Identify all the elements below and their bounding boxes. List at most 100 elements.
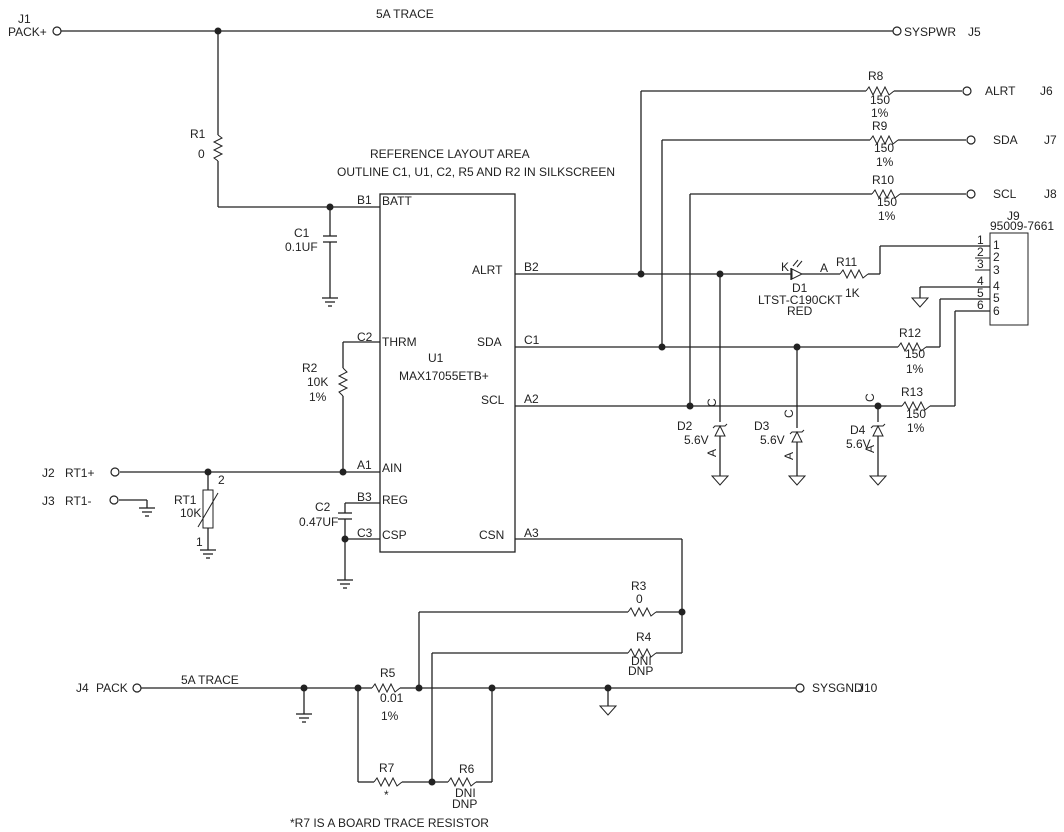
ground-triangle-icon [598,705,618,716]
resistor-ref: R5 [380,666,396,680]
zener-ref: D3 [754,419,770,433]
connector-ref: J9 [1007,209,1020,223]
pin-name: ALRT [472,263,503,277]
pin-ball: B1 [357,193,372,207]
ground-icon [200,549,216,559]
zener-d3[interactable]: D3 5.6V C A [754,409,805,460]
ground-icon [296,713,312,723]
pin-ball: A1 [357,458,372,472]
connector-pin-label: 6 [993,304,1000,318]
pin-ball: A3 [524,526,539,540]
resistor-r9[interactable]: R9 150 1% [869,119,899,169]
reference-note-line2: OUTLINE C1, U1, C2, R5 AND R2 IN SILKSCR… [337,165,615,179]
thermistor-pin: 1 [196,535,203,549]
led-color: RED [787,304,813,318]
port-j8[interactable]: SCL J8 [966,187,1057,201]
resistor-ref: R3 [631,579,647,593]
port-j3[interactable]: J3 RT1- [42,494,119,508]
port-ref: J4 [76,681,89,695]
led-d1[interactable]: K A D1 LTST-C190CKT RED [758,259,843,318]
port-label: SYSGND [812,681,863,695]
capacitor-c2[interactable]: C2 0.47UF [299,500,352,529]
capacitor-c1[interactable]: C1 0.1UF [285,226,337,254]
wires [61,30,990,783]
ground-triangle-icon [910,297,930,308]
resistor-r5[interactable]: R5 0.01 1% [371,666,404,723]
zener-pin-c: C [782,409,796,418]
resistor-r6[interactable]: R6 DNI DNP [447,762,477,811]
zener-pin-a: A [863,445,877,453]
resistor-r7[interactable]: R7 * [373,761,403,802]
resistor-r2[interactable]: R2 10K 1% [302,361,349,404]
resistor-value: 1K [845,286,860,300]
resistor-tol: 1% [309,390,327,404]
resistor-r4[interactable]: R4 DNI DNP [627,630,657,678]
thermistor-ref: RT1 [174,493,197,507]
pin-name: SCL [481,393,505,407]
resistor-value: 150 [870,93,890,107]
resistor-ref: R2 [302,361,318,375]
capacitor-ref: C1 [294,226,310,240]
led-pin-k: K [781,260,789,274]
resistor-value: 150 [906,407,926,421]
port-label: SDA [993,133,1018,147]
net-label-bottom-trace: 5A TRACE [181,673,239,687]
resistor-r8[interactable]: R8 150 1% [865,69,895,120]
resistor-r10[interactable]: R10 150 1% [871,173,901,223]
port-j1[interactable]: J1 PACK+ [8,12,62,39]
pin-ball: C3 [357,526,373,540]
pin-name: AIN [382,461,402,475]
resistor-value: * [384,788,389,802]
resistor-ref: R13 [901,385,923,399]
resistor-r13[interactable]: R13 150 1% [901,385,931,435]
capacitor-value: 0.1UF [285,240,318,254]
capacitor-ref: C2 [315,500,331,514]
ic-part: MAX17055ETB+ [399,369,489,383]
connector-part: 95009-7661 [990,219,1054,233]
port-ref: J6 [1040,84,1053,98]
port-ref: J7 [1044,133,1057,147]
capacitor-value: 0.47UF [299,515,338,529]
pin-ball: B3 [357,490,372,504]
resistor-r3[interactable]: R3 0 [627,579,657,618]
net-label-top-trace: 5A TRACE [376,7,434,21]
port-j7[interactable]: SDA J7 [966,133,1057,147]
zener-value: 5.6V [846,437,871,451]
zener-value: 5.6V [684,433,709,447]
port-j5[interactable]: SYSPWR J5 [892,25,981,39]
pin-ball: A2 [524,392,539,406]
port-j10[interactable]: SYSGND J10 [795,681,878,695]
thermistor-pin: 2 [218,473,225,487]
pin-ball: C2 [357,330,373,344]
zener-pin-c: C [863,393,877,402]
resistor-ref: R8 [868,69,884,83]
resistor-r12[interactable]: R12 150 1% [897,326,927,376]
ground-triangle-icon [868,475,888,486]
pin-name: CSP [382,528,407,542]
port-ref: J5 [968,25,981,39]
zener-d4[interactable]: D4 5.6V C A [846,393,886,453]
zener-d2[interactable]: D2 5.6V C A [677,398,728,457]
ground-icon [337,579,353,589]
resistor-ref: R10 [872,173,894,187]
port-j6[interactable]: ALRT J6 [962,84,1053,98]
resistor-value: 150 [905,347,925,361]
port-ref: J8 [1044,187,1057,201]
thermistor-rt1[interactable]: RT1 10K 2 1 [174,473,225,549]
connector-pin-label: 5 [993,291,1000,305]
ic-u1[interactable]: U1 MAX17055ETB+ B1 BATT C2 THRM A1 AIN B… [357,193,540,553]
port-label: SCL [993,187,1017,201]
resistor-r1[interactable]: R1 0 [190,127,224,162]
resistor-value: 150 [877,195,897,209]
resistor-value: DNI [631,654,652,668]
junction-dots [204,27,882,786]
port-j2[interactable]: J2 RT1+ [42,466,120,480]
resistor-value: 150 [874,141,894,155]
connector-pin-number: 5 [977,286,984,300]
resistor-tol: 1% [878,209,896,223]
connector-j9[interactable]: J9 95009-7661 1 1 2 2 3 3 4 4 5 5 6 6 [975,209,1054,326]
port-label: ALRT [985,84,1016,98]
resistor-r11[interactable]: R11 1K [836,255,869,300]
zener-pin-a: A [782,452,796,460]
port-j4[interactable]: J4 PACK [76,681,142,695]
